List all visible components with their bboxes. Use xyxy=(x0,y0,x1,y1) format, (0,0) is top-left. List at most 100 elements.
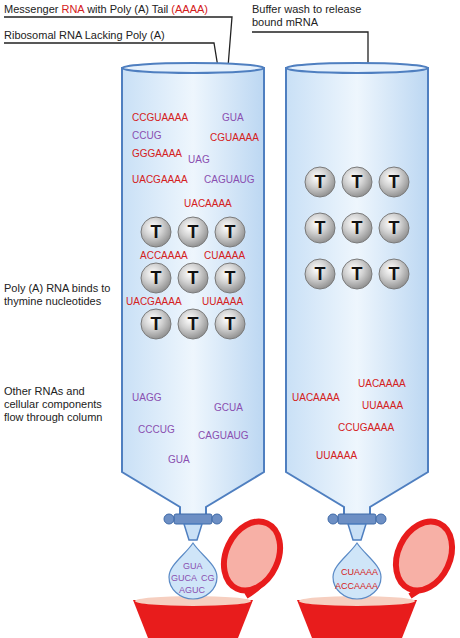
thymine-bead: T xyxy=(341,166,373,198)
thymine-bead: T xyxy=(304,166,336,198)
column-tip xyxy=(348,524,366,540)
rna-sequence: CGUAAAA xyxy=(210,132,259,144)
rna-sequence: CCUG xyxy=(132,130,161,142)
thymine-bead: T xyxy=(214,216,246,248)
rna-sequence: GGGAAAA xyxy=(132,148,182,160)
thymine-bead: T xyxy=(378,166,410,198)
rna-sequence: GCUA xyxy=(214,402,243,414)
rna-sequence: UUAAAA xyxy=(316,450,357,462)
thymine-bead: T xyxy=(140,308,172,340)
rna-sequence: UACGAAAA xyxy=(126,296,182,308)
rna-sequence: CCGUAAAA xyxy=(132,112,188,124)
rna-sequence: UACAAAA xyxy=(358,378,406,390)
column-body xyxy=(122,68,264,517)
bead-label: T xyxy=(304,258,336,290)
bead-label: T xyxy=(341,212,373,244)
rna-sequence: UACAAAA xyxy=(184,198,232,210)
bead-label: T xyxy=(140,216,172,248)
rna-sequence: UAG xyxy=(188,154,210,166)
rna-sequence: CUAAAA xyxy=(204,250,245,262)
thymine-bead: T xyxy=(140,216,172,248)
thymine-bead: T xyxy=(177,262,209,294)
stopcock-handle xyxy=(212,514,222,524)
bead-label: T xyxy=(341,166,373,198)
rna-sequence: GUA xyxy=(168,454,190,466)
column-rim xyxy=(286,63,428,73)
thymine-bead: T xyxy=(177,216,209,248)
column-outline xyxy=(282,62,432,542)
bead-circle xyxy=(215,217,245,247)
rna-sequence: ACCAAAA xyxy=(140,250,188,262)
callout-label: Buffer wash to release bound mRNA xyxy=(252,3,370,29)
rna-sequence: UUAAAA xyxy=(362,400,403,412)
bead-label: T xyxy=(140,262,172,294)
stopcock-handle xyxy=(376,514,386,524)
bead-circle xyxy=(178,263,208,293)
thymine-bead: T xyxy=(341,258,373,290)
rna-sequence: UACGAAAA xyxy=(132,174,188,186)
bead-circle xyxy=(305,213,335,243)
thymine-bead: T xyxy=(214,308,246,340)
thymine-bead: T xyxy=(140,262,172,294)
thymine-bead: T xyxy=(214,262,246,294)
affinity-column: UACAAAAUACAAAAUUAAAACCUGAAAAUUAAAATTTTTT… xyxy=(282,62,432,542)
callout-label: Poly (A) RNA binds to thymine nucleotide… xyxy=(4,282,114,308)
bead-circle xyxy=(305,167,335,197)
thymine-bead: T xyxy=(341,212,373,244)
bead-label: T xyxy=(304,212,336,244)
bead-label: T xyxy=(341,258,373,290)
rna-sequence: CCUGAAAA xyxy=(338,422,394,434)
eluate-drop: GUAGUCA CGAGUC xyxy=(161,543,225,601)
thymine-bead: T xyxy=(378,212,410,244)
rna-sequence: CAGUAUG xyxy=(204,174,255,186)
stopcock xyxy=(338,514,376,524)
bead-circle xyxy=(379,259,409,289)
callout-label: Messenger RNA with Poly (A) Tail (AAAA) xyxy=(4,3,244,16)
rna-sequence: GUCA xyxy=(171,573,197,584)
bead-circle xyxy=(141,217,171,247)
bead-circle xyxy=(342,259,372,289)
bead-circle xyxy=(178,217,208,247)
bead-circle xyxy=(178,309,208,339)
bead-label: T xyxy=(140,308,172,340)
column-rim xyxy=(122,63,264,73)
bead-circle xyxy=(305,259,335,289)
bead-circle xyxy=(342,167,372,197)
bead-circle xyxy=(141,309,171,339)
rna-sequence: GUA xyxy=(183,561,203,572)
thymine-bead: T xyxy=(378,258,410,290)
collection-tube xyxy=(133,512,291,638)
rna-sequence: UACAAAA xyxy=(292,392,340,404)
eluate-drop: CUAAAAACCAAAA xyxy=(325,543,389,601)
bead-label: T xyxy=(378,166,410,198)
stopcock-handle xyxy=(164,514,174,524)
rna-sequence: CUAAAA xyxy=(341,567,378,578)
rna-sequence: CG xyxy=(201,573,215,584)
rna-sequence: AGUC xyxy=(179,585,205,596)
bead-label: T xyxy=(304,166,336,198)
bead-circle xyxy=(342,213,372,243)
callout-label: Other RNAs and cellular components flow … xyxy=(4,385,114,424)
stopcock xyxy=(174,514,212,524)
column-body xyxy=(286,68,428,517)
bead-circle xyxy=(215,309,245,339)
callout-label: Ribosomal RNA Lacking Poly (A) xyxy=(4,29,214,42)
rna-sequence: CCCUG xyxy=(138,424,175,436)
thymine-bead: T xyxy=(177,308,209,340)
drop-shape xyxy=(333,543,381,599)
bead-circle xyxy=(379,167,409,197)
column-tip xyxy=(184,524,202,540)
bead-label: T xyxy=(378,258,410,290)
drop-shape xyxy=(169,543,217,599)
bead-label: T xyxy=(177,262,209,294)
bead-label: T xyxy=(177,308,209,340)
bead-label: T xyxy=(214,216,246,248)
affinity-column: CCGUAAAAGUACCUGCGUAAAAGGGAAAAUAGUACGAAAA… xyxy=(118,62,268,542)
bead-label: T xyxy=(214,262,246,294)
bead-label: T xyxy=(177,216,209,248)
rna-sequence: UAGG xyxy=(132,392,161,404)
bead-circle xyxy=(379,213,409,243)
bead-label: T xyxy=(214,308,246,340)
thymine-bead: T xyxy=(304,212,336,244)
